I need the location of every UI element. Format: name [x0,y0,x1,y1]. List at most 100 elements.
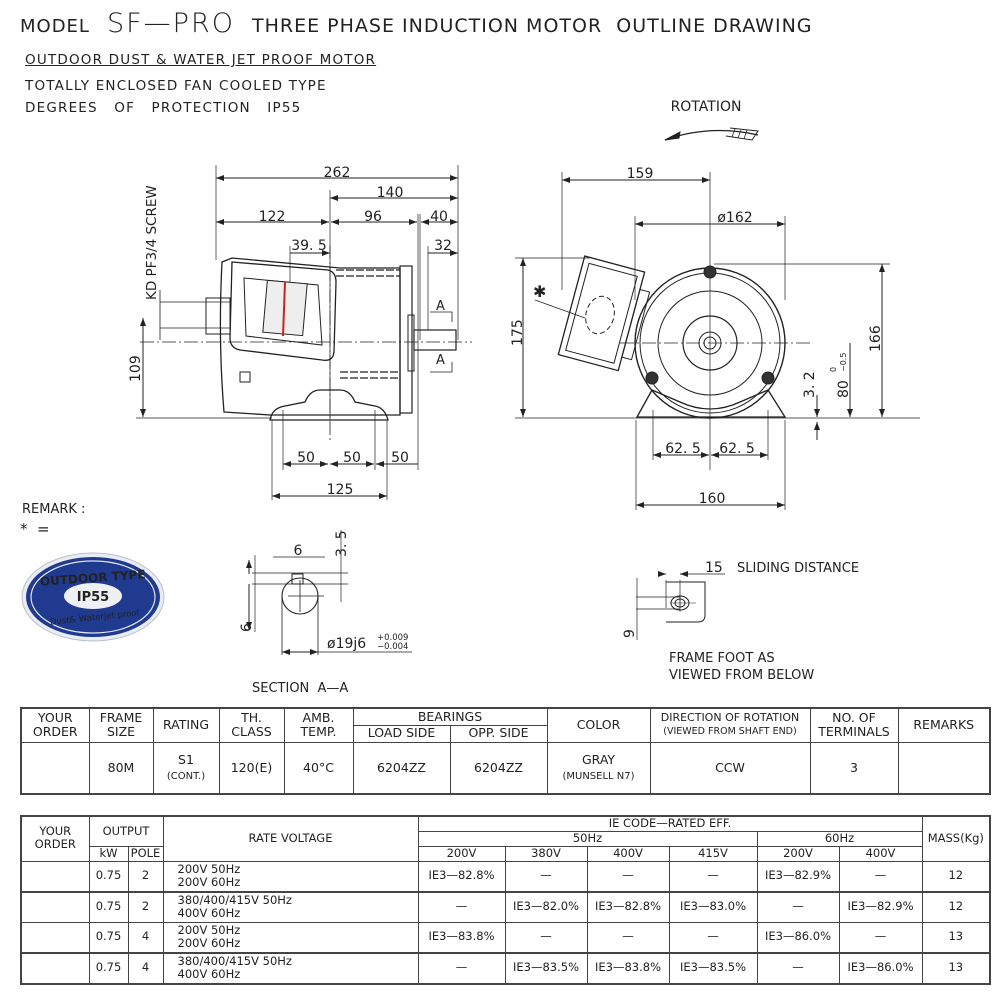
shaft-dim: ø19j6 [327,636,366,652]
header-color: COLOR [546,707,651,743]
side-view: 262 140 122 96 40 39. 5 32 KD PF3/4 SCRE… [128,165,472,500]
cell-remarks [897,741,991,795]
header-th-class: TH.CLASS [218,707,285,743]
section-mark-top: A [436,299,445,314]
remark-asterisk: * = [20,520,50,538]
asterisk-mark: ✱ [533,282,546,301]
dim-159: 159 [627,166,654,182]
cell-eff: IE3—82.9% [756,860,840,892]
header-50hz: 50Hz [417,830,758,847]
header-50hz-400v: 400V [586,845,670,862]
header-amb-temp: AMB.TEMP. [283,707,354,743]
header-60hz-200v: 200V [756,845,840,862]
header-mass: MASS(Kg) [921,815,991,862]
cell-eff: — [417,891,506,923]
dim-32: 32 [434,238,452,254]
rotation-arrow-icon [664,127,759,141]
header-rate-voltage: RATE VOLTAGE [162,815,419,862]
cell-eff: — [586,860,670,892]
header-50hz-415v: 415V [668,845,758,862]
key-width-dim: 6 [294,543,303,559]
cell-eff: IE3—83.5% [504,952,588,984]
section-mark-bottom: A [436,353,445,368]
dim-3-2: 3. 2 [802,371,818,398]
cell-eff: IE3—83.8% [417,921,506,953]
cell-mass: 12 [921,891,991,923]
header-opp-side: OPP. SIDE [449,724,548,743]
cell-your-order [20,952,90,984]
cell-eff: — [756,952,840,984]
cell-eff: IE3—83.5% [668,952,758,984]
cell-eff: — [668,921,758,953]
dim-262: 262 [324,165,351,181]
cell-eff: IE3—83.0% [668,891,758,923]
header-load-side: LOAD SIDE [352,724,451,743]
dim-140: 140 [377,185,404,201]
header-kw: kW [88,845,129,862]
header-output: OUTPUT [88,815,164,847]
model-name: SF—PRO [107,8,235,39]
remark-label: REMARK : [22,502,85,517]
cell-terminals: 3 [809,741,899,795]
cell-kw: 0.75 [88,891,129,923]
table-row: 80M S1(CONT.) 120(E) 40°C 6204ZZ 6204ZZ … [20,741,991,795]
shaft-tol-lower: −0.004 [377,642,408,652]
cell-direction: CCW [649,741,811,795]
cell-eff: IE3—86.0% [838,952,923,984]
model-label: MODEL [20,16,90,37]
frame-foot-detail: 15 SLIDING DISTANCE 9 FRAME FOOT AS VIEW… [622,560,859,683]
header-pole: POLE [127,845,164,862]
cell-pole: 2 [127,891,164,923]
dim-50-b: 50 [343,450,361,466]
rotation-label: ROTATION [671,99,742,115]
drawing-title: MODEL SF—PRO THREE PHASE INDUCTION MOTOR… [20,8,813,39]
title-text: THREE PHASE INDUCTION MOTOR OUTLINE DRAW… [252,15,813,37]
dim-109: 109 [128,355,144,382]
cell-eff: — [756,891,840,923]
header-direction: DIRECTION OF ROTATION(VIEWED FROM SHAFT … [649,707,811,743]
cell-pole: 2 [127,860,164,892]
dim-166: 166 [868,325,884,352]
cell-eff: — [417,952,506,984]
cell-eff: IE3—82.8% [417,860,506,892]
shaft-tol-upper: +0.009 [377,633,408,643]
height-dim: 6 [239,623,255,632]
subtitle: OUTDOOR DUST & WATER JET PROOF MOTOR [25,52,377,68]
protection-degree: DEGREES OF PROTECTION IP55 [25,100,302,116]
dim-175: 175 [510,319,526,346]
cell-eff: — [838,921,923,953]
cell-eff: IE3—82.8% [586,891,670,923]
dim-80: 80 [836,380,852,398]
cell-eff: — [504,921,588,953]
cell-your-order [20,891,90,923]
cell-kw: 0.75 [88,921,129,953]
cell-eff: IE3—83.8% [586,952,670,984]
cell-mass: 12 [921,860,991,892]
cell-rating: S1(CONT.) [152,741,220,795]
cell-your-order [20,741,90,795]
cell-eff: IE3—86.0% [756,921,840,953]
dim-50-c: 50 [391,450,409,466]
screw-label: KD PF3/4 SCREW [144,185,160,300]
cell-amb-temp: 40°C [283,741,354,795]
header-rating: RATING [152,707,220,743]
header-50hz-380v: 380V [504,845,588,862]
dim-162: ø162 [717,210,752,226]
cell-eff: — [838,860,923,892]
header-60hz: 60Hz [756,830,923,847]
front-view: ROTATION 159 ø162 ✱ [510,99,920,510]
dim-80-tol-upper: 0 [829,367,838,372]
cell-mass: 13 [921,921,991,953]
dim-40: 40 [430,209,448,225]
